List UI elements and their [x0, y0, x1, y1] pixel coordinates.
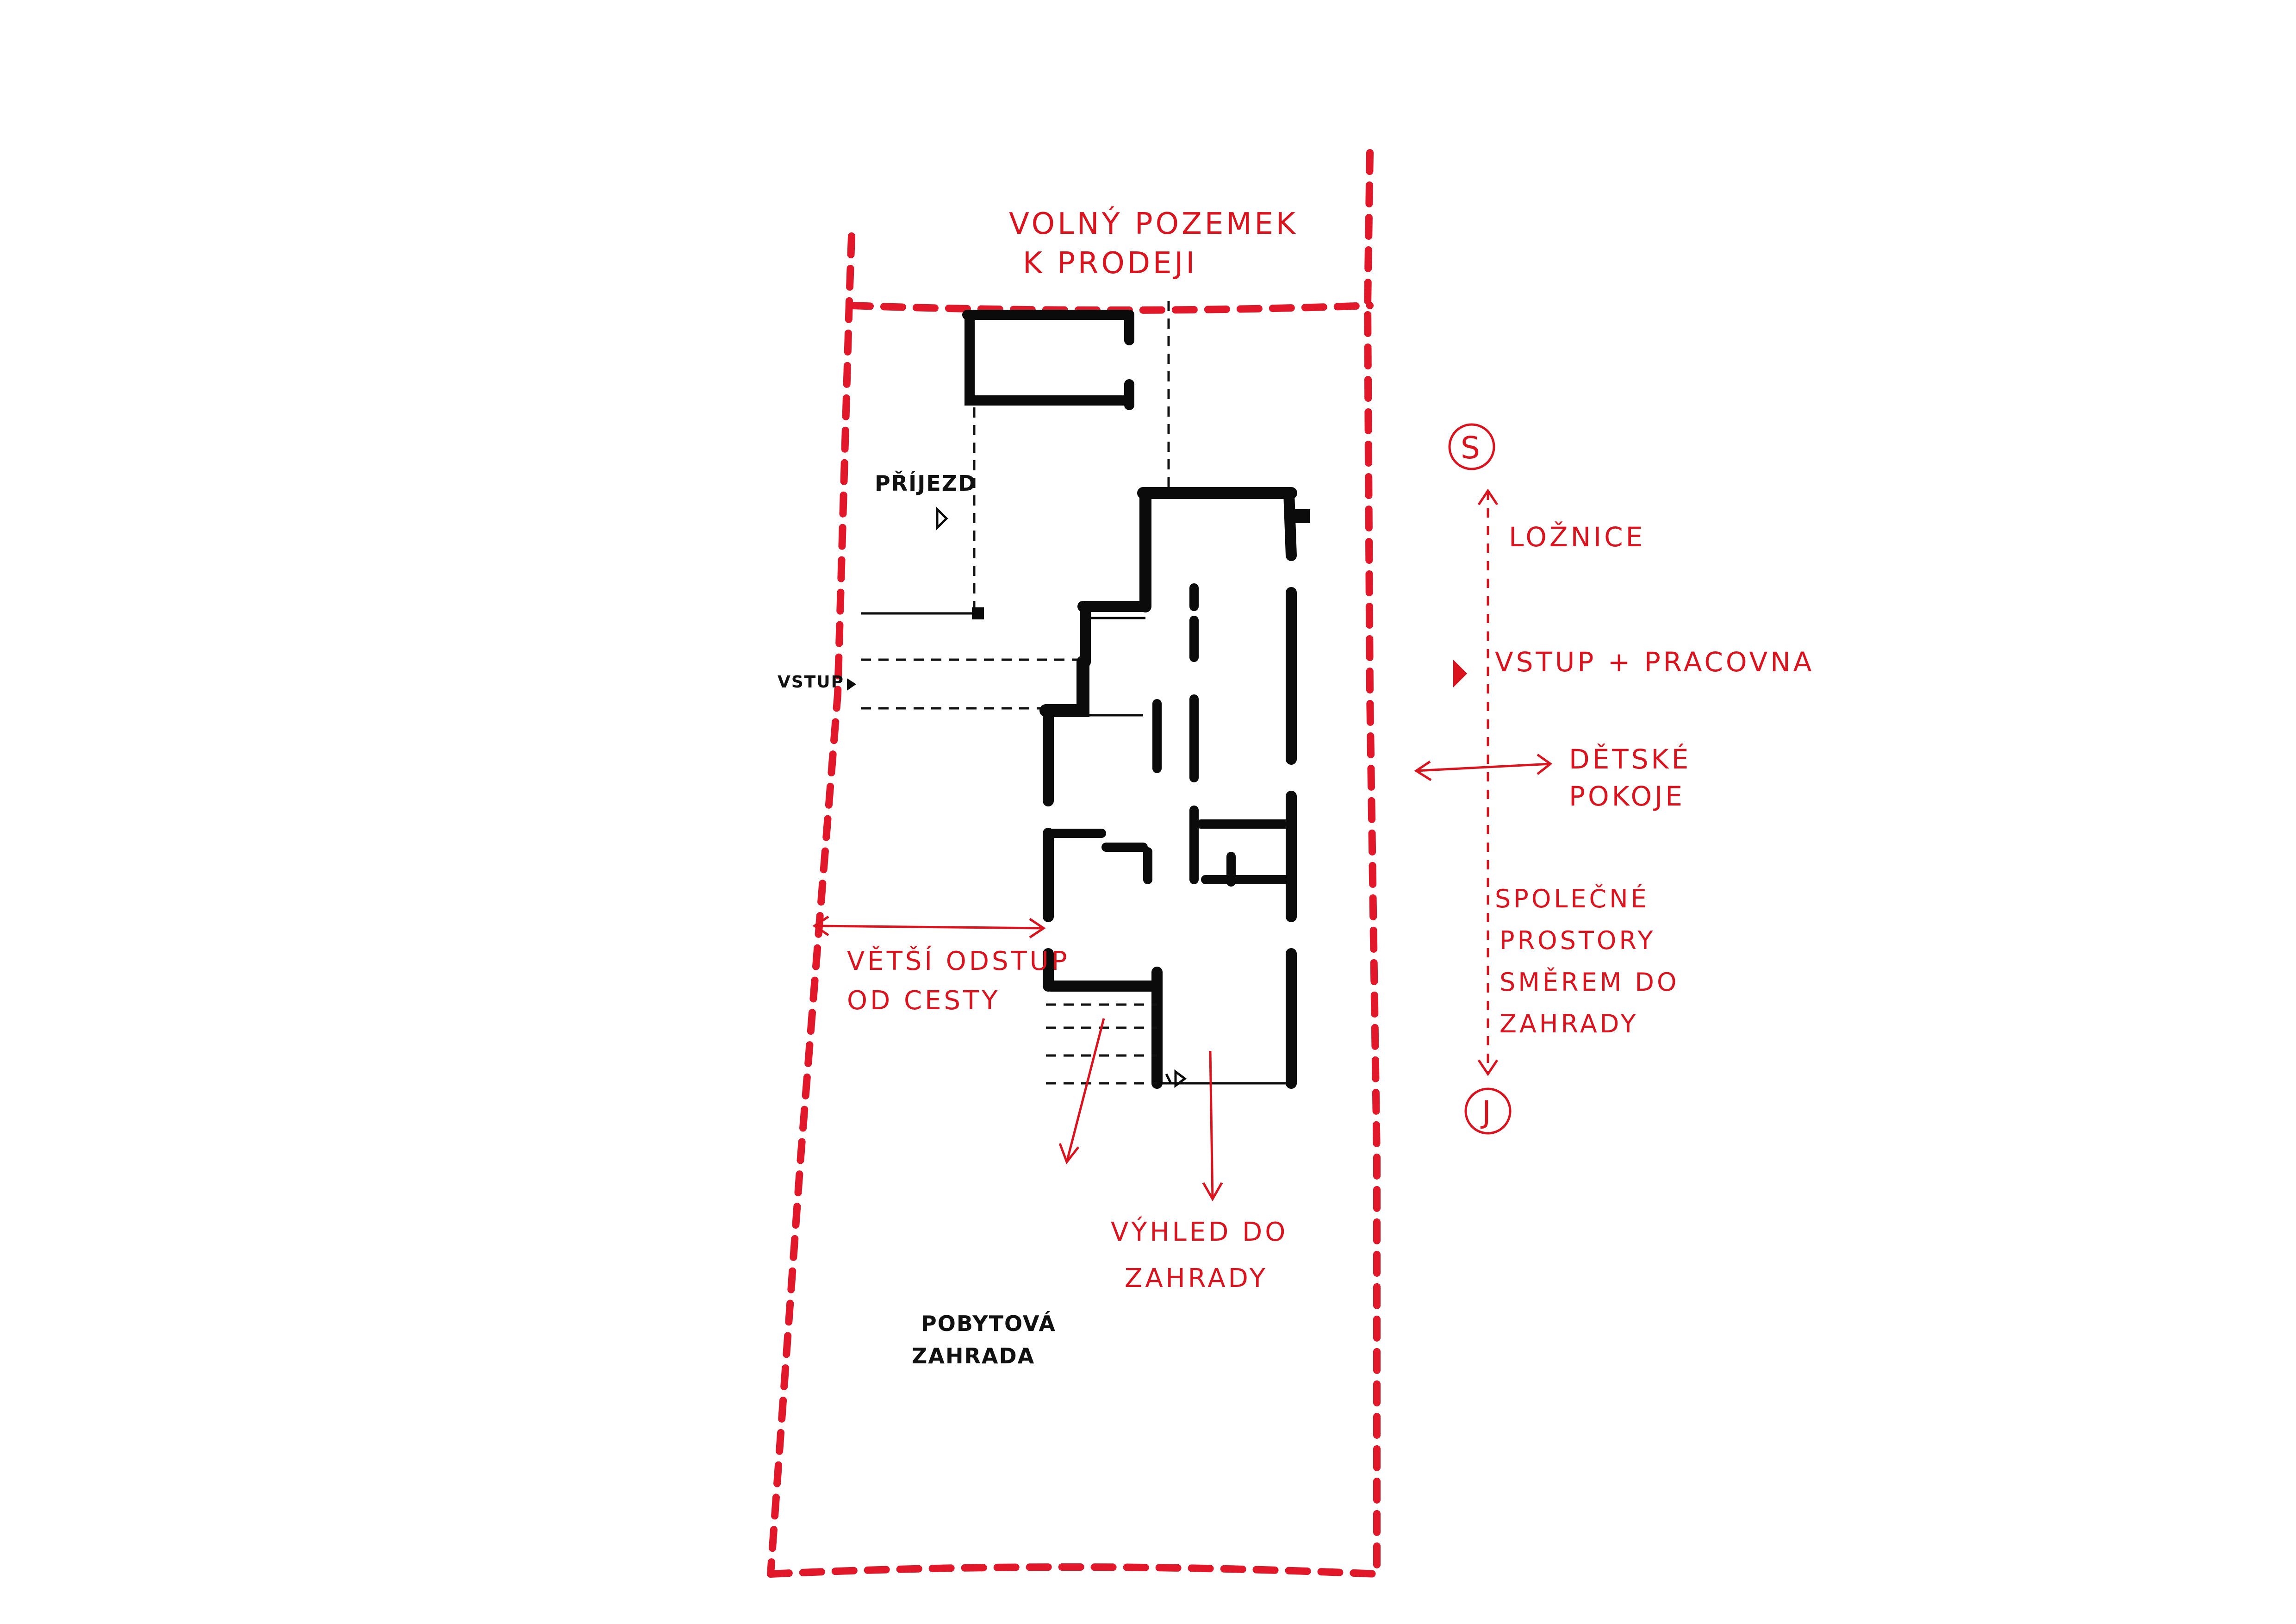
- view-line-2: ZAHRADY: [1125, 1263, 1268, 1293]
- view-note: VÝHLED DO ZAHRADY: [1111, 1217, 1288, 1293]
- zone-entrance-study: VSTUP + PRACOVNA: [1495, 646, 1814, 678]
- house-floor-plan: [1039, 487, 1310, 1089]
- south-label: J: [1480, 1094, 1493, 1130]
- plot-for-sale-note: VOLNÝ POZEMEK K PRODEJI: [1009, 206, 1298, 281]
- north-south-axis: [1414, 488, 1553, 1076]
- for-sale-label: K PRODEJI: [1023, 246, 1197, 281]
- setback-dimension: [812, 915, 1046, 939]
- setback-note: VĚTŠÍ ODSTUP OD CESTY: [847, 946, 1070, 1016]
- setback-line-2: OD CESTY: [847, 986, 1000, 1016]
- garden-note: POBYTOVÁ ZAHRADA: [912, 1311, 1056, 1368]
- north-label: S: [1461, 430, 1483, 466]
- zone-common-3: SMĚREM DO: [1500, 968, 1679, 997]
- north-symbol: S: [1448, 423, 1495, 470]
- view-line-1: VÝHLED DO: [1111, 1217, 1288, 1247]
- driveway-label: PŘÍJEZD: [875, 471, 977, 496]
- zone-children-2: POKOJE: [1569, 781, 1685, 812]
- zone-common-2: PROSTORY: [1500, 926, 1655, 955]
- free-plot-label: VOLNÝ POZEMEK: [1009, 206, 1298, 241]
- driveway-line: [861, 506, 984, 619]
- entrance-path: [847, 658, 1088, 710]
- garden-line-1: POBYTOVÁ: [921, 1311, 1056, 1336]
- garage-outline: [962, 301, 1170, 616]
- zone-common-4: ZAHRADY: [1500, 1009, 1638, 1038]
- entrance-label: VSTUP: [778, 673, 844, 692]
- zone-children-1: DĚTSKÉ: [1569, 743, 1691, 775]
- view-arrows: [1058, 1018, 1223, 1202]
- garden-line-2: ZAHRADA: [912, 1343, 1035, 1368]
- zone-bedrooms: LOŽNICE: [1509, 521, 1645, 553]
- zoning-notes: LOŽNICE VSTUP + PRACOVNA DĚTSKÉ POKOJE S…: [1495, 521, 1814, 1038]
- zone-common-1: SPOLEČNÉ: [1495, 884, 1649, 913]
- south-symbol: J: [1464, 1087, 1512, 1135]
- setback-line-1: VĚTŠÍ ODSTUP: [847, 946, 1070, 976]
